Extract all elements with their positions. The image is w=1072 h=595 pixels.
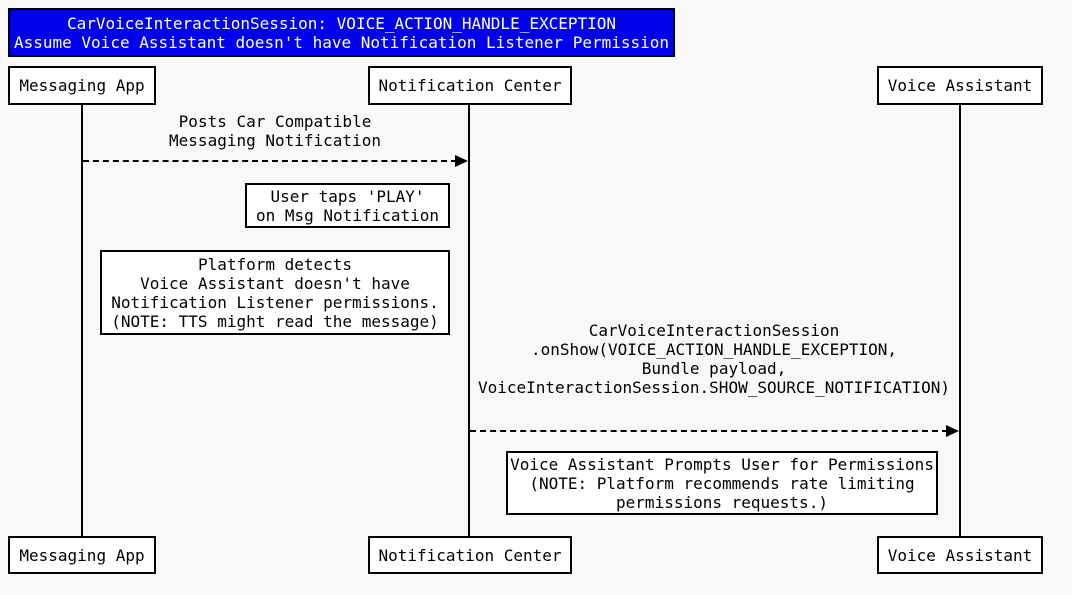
note-platform-detects-line3: Notification Listener permissions. — [111, 292, 439, 312]
diagram-title-line2: Assume Voice Assistant doesn't have Noti… — [13, 32, 670, 52]
message-2-label-line2: .onShow(VOICE_ACTION_HANDLE_EXCEPTION, — [530, 340, 898, 359]
note-voice-assistant-prompts-line3: permissions requests.) — [616, 492, 828, 512]
lifeline-notification-center — [468, 105, 470, 536]
note-platform-detects-line2: Voice Assistant doesn't have — [140, 273, 410, 293]
note-user-taps-play-line2: on Msg Notification — [255, 205, 440, 225]
note-platform-detects: Platform detects Voice Assistant doesn't… — [100, 250, 450, 335]
diagram-title-banner: CarVoiceInteractionSession: VOICE_ACTION… — [8, 8, 675, 57]
message-1-label-line1: Posts Car Compatible — [178, 112, 372, 131]
message-1-label-line2: Messaging Notification — [169, 131, 381, 150]
actor-label-messaging-app-bottom: Messaging App — [19, 545, 145, 565]
note-user-taps-play-line1: User taps 'PLAY' — [270, 186, 425, 206]
lifeline-voice-assistant — [959, 105, 961, 536]
actor-label-notification-center-bottom: Notification Center — [378, 545, 562, 565]
note-voice-assistant-prompts-line2: (NOTE: Platform recommends rate limiting — [529, 473, 915, 493]
actor-box-messaging-app-bottom: Messaging App — [8, 536, 156, 574]
note-platform-detects-line4: (NOTE: TTS might read the message) — [111, 311, 439, 331]
message-2-label: CarVoiceInteractionSession .onShow(VOICE… — [464, 321, 964, 397]
actor-box-voice-assistant-bottom: Voice Assistant — [877, 536, 1043, 574]
actor-box-messaging-app-top: Messaging App — [8, 66, 156, 105]
diagram-title-line1: CarVoiceInteractionSession: VOICE_ACTION… — [66, 13, 617, 33]
note-user-taps-play: User taps 'PLAY' on Msg Notification — [245, 183, 450, 228]
message-1-label: Posts Car Compatible Messaging Notificat… — [82, 112, 468, 150]
actor-box-voice-assistant-top: Voice Assistant — [877, 66, 1043, 105]
actor-label-notification-center-top: Notification Center — [378, 76, 562, 95]
actor-box-notification-center-top: Notification Center — [368, 66, 572, 105]
message-1-arrowhead-icon — [455, 155, 468, 167]
actor-label-messaging-app-top: Messaging App — [19, 76, 145, 95]
note-voice-assistant-prompts-line1: Voice Assistant Prompts User for Permiss… — [510, 454, 934, 474]
note-voice-assistant-prompts: Voice Assistant Prompts User for Permiss… — [506, 451, 938, 515]
actor-label-voice-assistant-bottom: Voice Assistant — [887, 545, 1033, 565]
message-1-arrow-line — [83, 160, 457, 162]
message-2-arrowhead-icon — [946, 425, 959, 437]
message-2-arrow-line — [470, 430, 948, 432]
actor-box-notification-center-bottom: Notification Center — [368, 536, 572, 574]
message-2-label-line3: Bundle payload, — [641, 359, 787, 378]
actor-label-voice-assistant-top: Voice Assistant — [887, 76, 1033, 95]
message-2-label-line4: VoiceInteractionSession.SHOW_SOURCE_NOTI… — [477, 378, 950, 397]
lifeline-messaging-app — [81, 105, 83, 536]
note-platform-detects-line1: Platform detects — [197, 254, 353, 274]
message-2-label-line1: CarVoiceInteractionSession — [588, 321, 840, 340]
